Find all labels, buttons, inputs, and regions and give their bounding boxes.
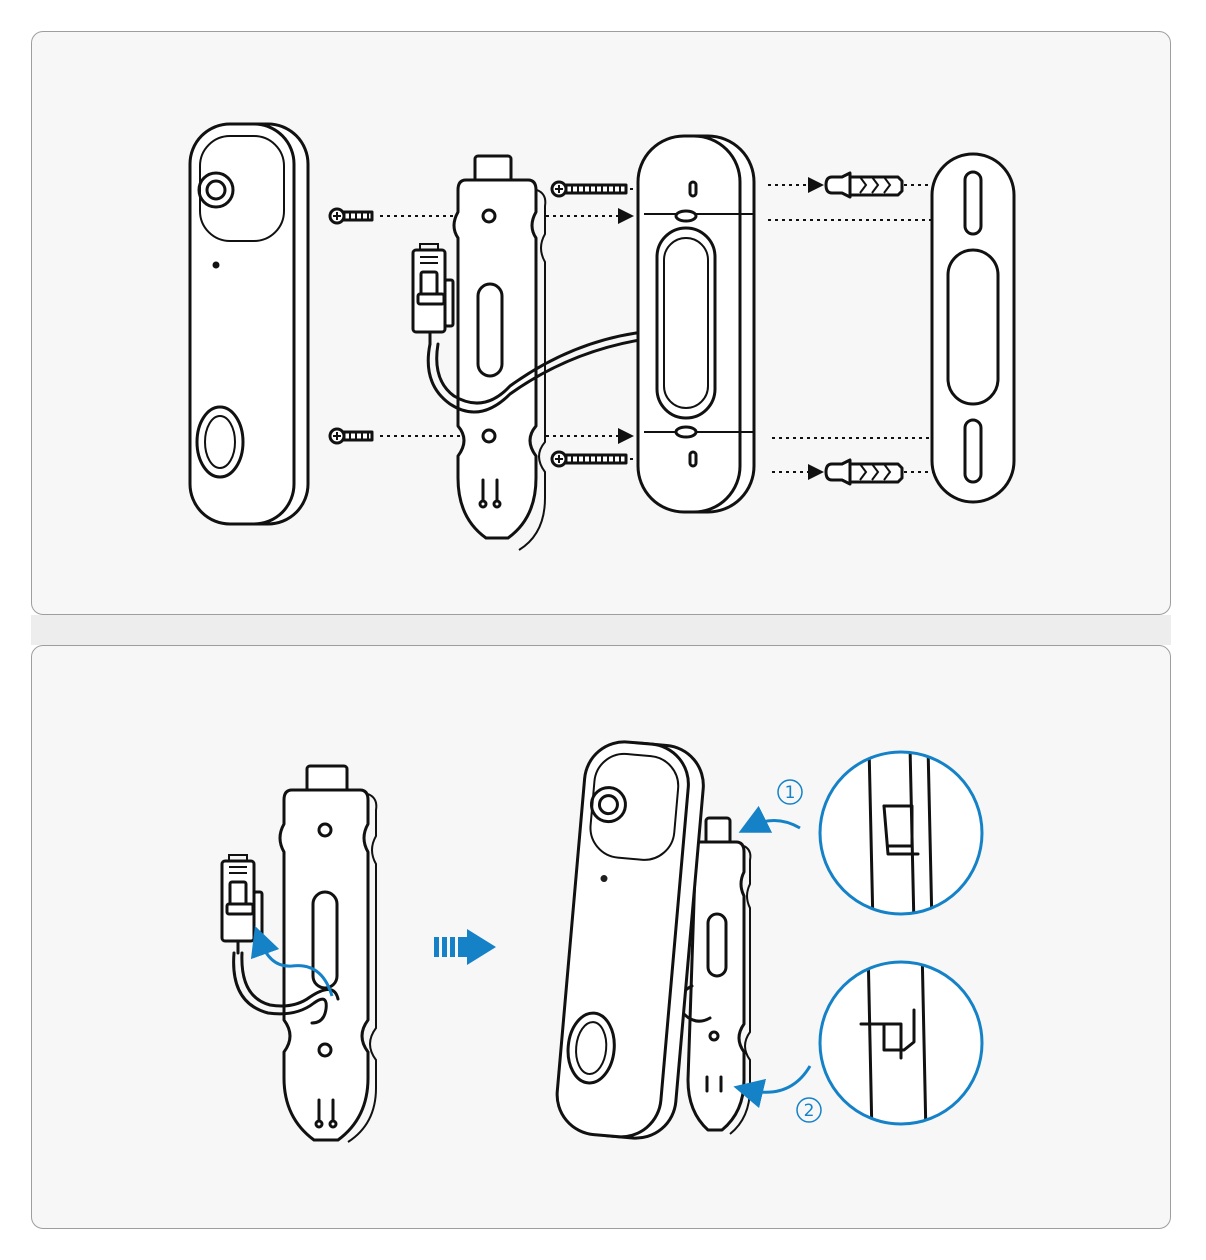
wall-anchor-icon bbox=[824, 458, 904, 486]
doorbell-icon bbox=[555, 740, 705, 1140]
detail-magnifier-icon bbox=[818, 960, 984, 1126]
screw-icon bbox=[550, 180, 628, 198]
step-label-2: 2 bbox=[804, 1101, 815, 1121]
attach-doorbell-panel: 1 2 bbox=[31, 645, 1171, 1229]
mount-backplate-icon bbox=[636, 134, 756, 514]
ethernet-plug-icon bbox=[411, 243, 692, 428]
panel-separator bbox=[31, 615, 1171, 645]
next-step-arrow-icon bbox=[434, 929, 496, 965]
mounting-bracket-icon bbox=[278, 764, 378, 1143]
screw-icon bbox=[550, 450, 628, 468]
step-label-1: 1 bbox=[785, 783, 796, 803]
step-badge-2: 2 bbox=[796, 1097, 822, 1123]
doorbell-icon bbox=[188, 122, 310, 526]
wall-anchor-icon bbox=[824, 171, 904, 199]
screw-icon bbox=[328, 427, 374, 445]
mounting-bracket-icon bbox=[452, 154, 547, 551]
wall-plate-icon bbox=[930, 152, 1016, 504]
detail-magnifier-icon bbox=[818, 750, 984, 916]
screw-icon bbox=[328, 207, 374, 225]
step-badge-1: 1 bbox=[777, 779, 803, 805]
exploded-mount-panel bbox=[31, 31, 1171, 615]
